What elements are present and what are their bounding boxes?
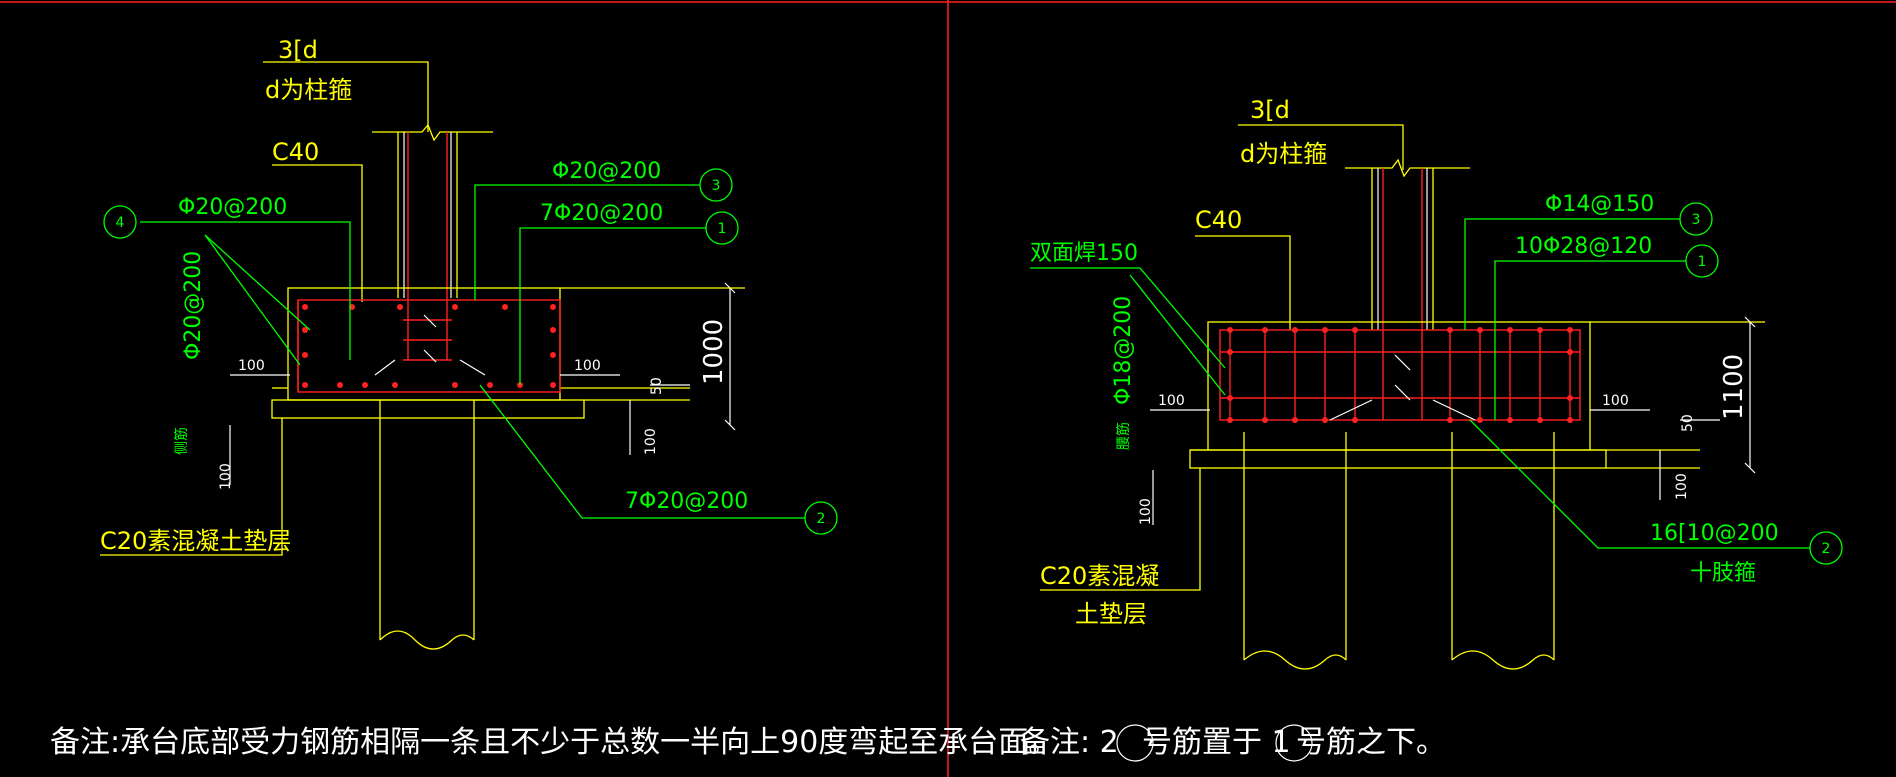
left-rebar-vertical: Φ20@200 [181, 251, 206, 360]
right-rebar-top: Φ14@150 [1545, 192, 1654, 217]
right-rebar-bottom: 16[10@200 [1650, 521, 1779, 546]
right-side-word: 腰筋 [1115, 422, 1132, 450]
left-dim-100d: 100 [643, 428, 659, 455]
right-rebar-top-tag: 3 [1692, 212, 1701, 228]
right-dim-50: 50 [1680, 414, 1696, 432]
right-dim-height: 1100 [1719, 354, 1749, 420]
left-note: 备注:承台底部受力钢筋相隔一条且不少于总数一半向上90度弯起至承台面。 [50, 725, 1058, 760]
left-dim-100c: 100 [218, 463, 234, 490]
right-note-suffix: 号筋之下。 [1296, 725, 1446, 760]
left-rebar-side-tag: 4 [116, 215, 125, 231]
right-stirrup-note: d为柱箍 [1240, 140, 1327, 168]
right-stirrup-spec: 3[d [1250, 96, 1290, 124]
right-weld-label: 双面焊150 [1030, 241, 1138, 266]
left-dim-50: 50 [649, 377, 665, 395]
right-concrete-label: C40 [1195, 206, 1242, 234]
left-rebar-top-tag: 3 [712, 178, 721, 194]
left-rebar-top: Φ20@200 [552, 159, 661, 184]
left-dim-100b: 100 [574, 358, 601, 374]
right-rebar-vertical: Φ18@200 [1111, 296, 1136, 405]
left-rebar-bottom: 7Φ20@200 [625, 489, 748, 514]
left-dim-100a: 100 [238, 358, 265, 374]
right-dim-100a: 100 [1158, 393, 1185, 409]
left-rebar-main-tag: 1 [718, 221, 727, 237]
right-note-mid: 号筋置于 1 [1142, 725, 1291, 760]
right-dim-100b: 100 [1602, 393, 1629, 409]
right-bedding-line1: C20素混凝 [1040, 562, 1159, 590]
right-dim-100d: 100 [1674, 473, 1690, 500]
right-rebar-main-tag: 1 [1698, 254, 1707, 270]
right-dim-100c: 100 [1138, 498, 1154, 525]
left-stirrup-spec: 3[d [278, 36, 318, 64]
right-bedding-line2: 土垫层 [1075, 600, 1147, 628]
left-concrete-label: C40 [272, 138, 319, 166]
left-bedding-label: C20素混凝土垫层 [100, 527, 291, 555]
left-rebar-side: Φ20@200 [178, 195, 287, 220]
left-dim-height: 1000 [699, 319, 729, 385]
left-stirrup-note: d为柱箍 [265, 76, 352, 104]
right-rebar-bottom-sub: 十肢箍 [1690, 561, 1756, 586]
right-detail: 3[d d为柱箍 C40 [1020, 96, 1843, 762]
left-detail: 3[d d为柱箍 C40 [50, 36, 1058, 760]
right-note-prefix: 备注: 2 [1020, 725, 1119, 760]
left-rebar-main: 7Φ20@200 [540, 201, 663, 226]
left-side-word: 侧筋 [173, 427, 190, 455]
left-rebar-bottom-tag: 2 [817, 511, 826, 527]
right-rebar-main: 10Φ28@120 [1515, 234, 1652, 259]
right-rebar-bottom-tag: 2 [1822, 541, 1831, 557]
